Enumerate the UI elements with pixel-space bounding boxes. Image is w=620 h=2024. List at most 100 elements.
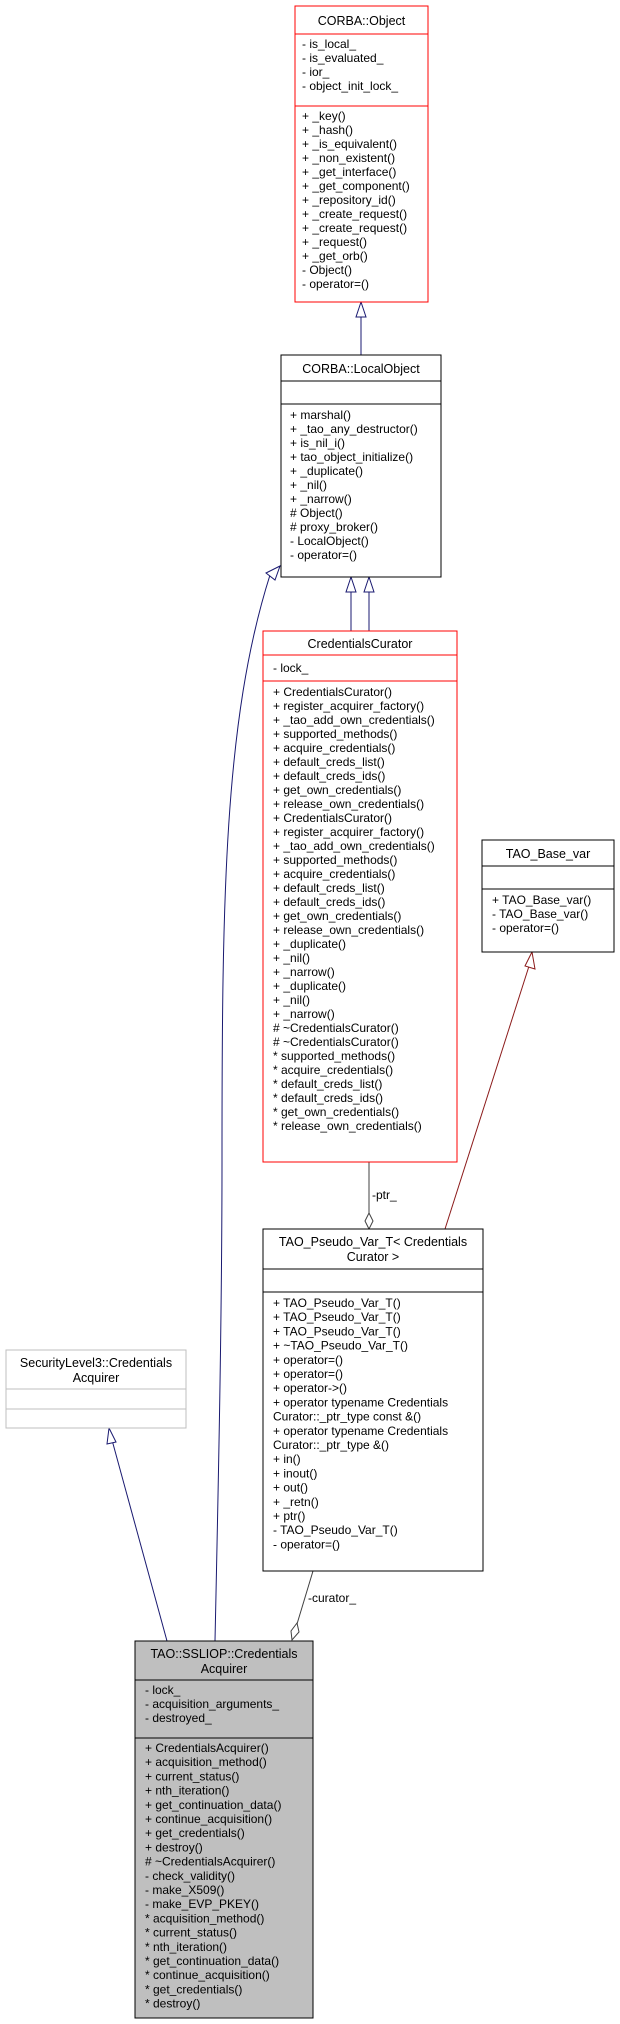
class-box — [294, 5, 429, 303]
inheritance-arrow-localobject-3 — [265, 564, 281, 581]
method-item: - operator=() — [290, 548, 357, 562]
class-node-seclevel3-acquirer[interactable]: SecurityLevel3::Credentials Acquirer — [5, 1349, 187, 1429]
method-item: + _duplicate() — [290, 464, 363, 478]
method-item: + get_own_credentials() — [273, 909, 401, 923]
template-arrow-basevar — [524, 950, 536, 970]
method-item: + _nil() — [273, 993, 310, 1007]
method-item: + operator=() — [273, 1353, 343, 1367]
diagram-edges: -ptr_ -curator_ — [106, 300, 536, 1642]
method-item: Curator::_ptr_type &() — [273, 1438, 389, 1452]
method-item: + default_creds_list() — [273, 881, 385, 895]
method-item: + marshal() — [290, 408, 351, 422]
method-item: + default_creds_ids() — [273, 769, 385, 783]
method-item: + inout() — [273, 1466, 317, 1480]
method-item: * supported_methods() — [273, 1049, 395, 1063]
method-item: # ~CredentialsCurator() — [273, 1035, 399, 1049]
class-title: CORBA::Object — [318, 14, 406, 28]
method-item: * get_continuation_data() — [145, 1954, 279, 1968]
method-item: + _duplicate() — [273, 937, 346, 951]
method-item: + _narrow() — [273, 1007, 335, 1021]
method-item: * nth_iteration() — [145, 1940, 227, 1954]
method-item: # Object() — [290, 506, 343, 520]
method-item: + acquisition_method() — [145, 1755, 267, 1769]
attribute-item: - is_evaluated_ — [302, 51, 384, 65]
class-node-corba-object[interactable]: CORBA::Object - is_local_ - is_evaluated… — [294, 5, 429, 303]
method-item: - make_EVP_PKEY() — [145, 1897, 259, 1911]
method-item: + _is_equivalent() — [302, 137, 397, 151]
method-item: + _narrow() — [290, 492, 352, 506]
method-item: # ~CredentialsCurator() — [273, 1021, 399, 1035]
class-node-corba-localobject[interactable]: CORBA::LocalObject + marshal() + _tao_an… — [280, 354, 442, 578]
class-node-tao-base-var[interactable]: TAO_Base_var + TAO_Base_var() - TAO_Base… — [481, 839, 615, 953]
method-item: + continue_acquisition() — [145, 1812, 272, 1826]
method-item: + _repository_id() — [302, 193, 396, 207]
method-item: + _tao_add_own_credentials() — [273, 713, 435, 727]
method-item: + _nil() — [273, 951, 310, 965]
method-item: - TAO_Pseudo_Var_T() — [273, 1523, 398, 1537]
method-item: + _nil() — [290, 478, 327, 492]
inheritance-arrow-seclevel3 — [106, 1426, 117, 1445]
class-title: Curator > — [347, 1250, 399, 1264]
method-item: + CredentialsAcquirer() — [145, 1741, 269, 1755]
method-item: + get_continuation_data() — [145, 1798, 281, 1812]
method-item: * current_status() — [145, 1926, 237, 1940]
class-box — [280, 354, 442, 578]
method-item: * acquisition_method() — [145, 1911, 264, 1925]
method-item: + _tao_any_destructor() — [290, 422, 418, 436]
method-item: + in() — [273, 1452, 301, 1466]
method-item: Curator::_ptr_type const &() — [273, 1410, 421, 1424]
method-item: + register_acquirer_factory() — [273, 825, 424, 839]
method-item: + _request() — [302, 235, 367, 249]
method-item: + default_creds_ids() — [273, 895, 385, 909]
class-node-tao-pseudo-var[interactable]: TAO_Pseudo_Var_T< Credentials Curator > … — [262, 1228, 484, 1572]
class-box — [262, 1228, 484, 1572]
method-item: + _get_component() — [302, 179, 410, 193]
inheritance-edge-acquirer-localobject — [214, 574, 271, 1642]
inheritance-arrow-object — [355, 300, 367, 318]
method-item: + get_own_credentials() — [273, 783, 401, 797]
method-item: + supported_methods() — [273, 727, 397, 741]
method-list: + CredentialsCurator()+ register_acquire… — [273, 685, 435, 1133]
class-node-ssliop-acquirer[interactable]: TAO::SSLIOP::Credentials Acquirer - lock… — [134, 1640, 314, 2019]
method-item: + get_credentials() — [145, 1826, 245, 1840]
method-item: # proxy_broker() — [290, 520, 378, 534]
method-item: - make_X509() — [145, 1883, 224, 1897]
class-node-credentials-curator[interactable]: CredentialsCurator - lock_ + Credentials… — [262, 630, 458, 1163]
method-item: + nth_iteration() — [145, 1784, 229, 1798]
method-item: + ~TAO_Pseudo_Var_T() — [273, 1339, 408, 1353]
method-item: + CredentialsCurator() — [273, 811, 392, 825]
method-item: + current_status() — [145, 1769, 239, 1783]
class-title: Acquirer — [201, 1662, 248, 1676]
method-item: + supported_methods() — [273, 853, 397, 867]
class-title: Acquirer — [73, 1371, 120, 1385]
method-item: + _narrow() — [273, 965, 335, 979]
class-title: TAO_Base_var — [506, 847, 591, 861]
inheritance-arrow-localobject-1 — [345, 575, 357, 593]
method-item: - Object() — [302, 263, 352, 277]
method-item: * release_own_credentials() — [273, 1119, 422, 1133]
method-item: * default_creds_list() — [273, 1077, 382, 1091]
class-title: CredentialsCurator — [308, 637, 413, 651]
class-box — [262, 630, 458, 1163]
edge-label-ptr: -ptr_ — [372, 1188, 397, 1202]
method-item: + _get_interface() — [302, 165, 396, 179]
attribute-item: - acquisition_arguments_ — [145, 1697, 279, 1711]
usage-diamond-ptr — [364, 1211, 374, 1231]
inheritance-arrow-localobject-2 — [363, 575, 375, 593]
method-item: + TAO_Base_var() — [492, 893, 591, 907]
method-item: + release_own_credentials() — [273, 923, 424, 937]
method-item: + _hash() — [302, 123, 353, 137]
method-item: - operator=() — [273, 1537, 340, 1551]
method-item: - check_validity() — [145, 1869, 235, 1883]
method-item: + _key() — [302, 109, 346, 123]
method-item: * destroy() — [145, 1997, 200, 2011]
method-item: + _retn() — [273, 1495, 319, 1509]
attribute-item: - is_local_ — [302, 37, 356, 51]
class-title: CORBA::LocalObject — [302, 362, 420, 376]
method-item: + is_nil_i() — [290, 436, 345, 450]
attribute-item: - destroyed_ — [145, 1711, 212, 1725]
method-item: - operator=() — [492, 921, 559, 935]
method-item: + release_own_credentials() — [273, 797, 424, 811]
method-item: * acquire_credentials() — [273, 1063, 393, 1077]
method-list: + TAO_Pseudo_Var_T()+ TAO_Pseudo_Var_T()… — [273, 1296, 448, 1551]
